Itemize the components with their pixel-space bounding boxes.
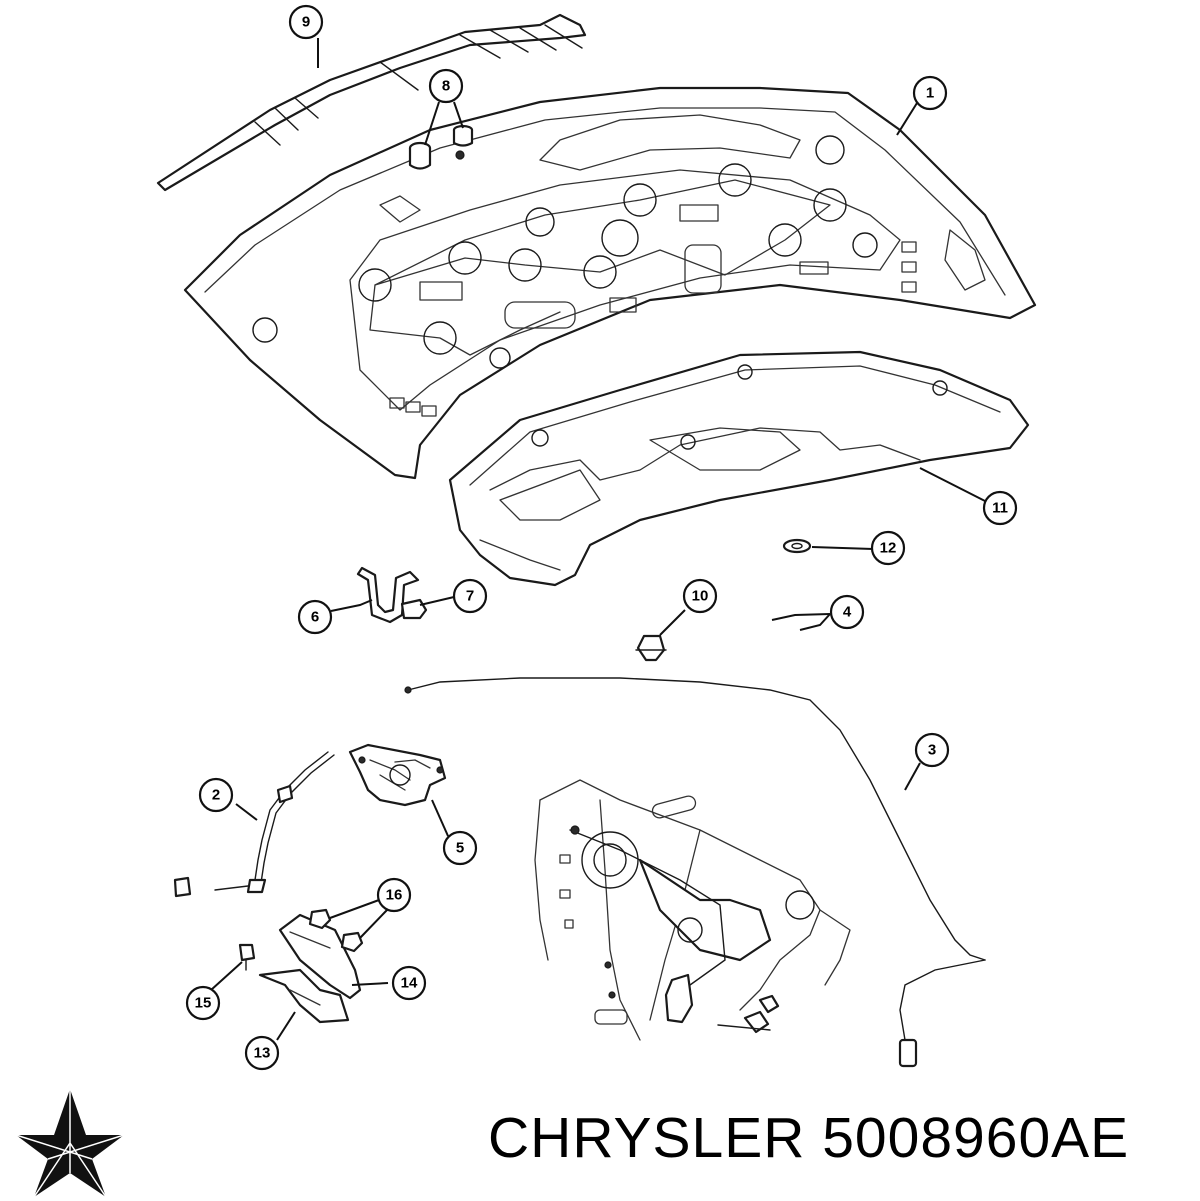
prop-rod-part-2 — [173, 751, 335, 898]
svg-text:3: 3 — [928, 742, 936, 759]
svg-text:8: 8 — [442, 78, 450, 95]
hood-latch-part-5 — [348, 743, 447, 807]
hood-silencer-part-11 — [448, 350, 1030, 587]
svg-text:15: 15 — [195, 995, 212, 1012]
bolt-part-15 — [238, 943, 256, 971]
svg-text:6: 6 — [311, 609, 319, 626]
svg-text:12: 12 — [880, 540, 897, 557]
svg-text:16: 16 — [386, 887, 403, 904]
svg-text:14: 14 — [401, 975, 418, 992]
push-pin-part-12 — [782, 538, 812, 554]
svg-text:13: 13 — [254, 1045, 271, 1062]
svg-text:4: 4 — [843, 604, 852, 621]
nut-part-7 — [400, 598, 428, 620]
svg-text:10: 10 — [692, 588, 709, 605]
hood-seal-part-9 — [156, 13, 587, 192]
hood-panel-part-1 — [183, 86, 1037, 480]
callout-10: 10 — [682, 578, 718, 614]
release-cable-part-3 — [404, 677, 986, 1068]
callout-4: 4 — [829, 594, 865, 630]
svg-text:11: 11 — [992, 500, 1008, 517]
callout-1: 1 — [912, 75, 948, 111]
svg-text:9: 9 — [302, 14, 310, 31]
svg-text:7: 7 — [466, 588, 474, 605]
nuts-part-16 — [308, 908, 364, 953]
callout-7: 7 — [452, 578, 488, 614]
pentastar-logo-icon — [14, 1087, 126, 1199]
hood-rod-bracket-part-6 — [356, 566, 420, 624]
svg-text:2: 2 — [212, 787, 220, 804]
callout-11: 11 — [982, 490, 1018, 526]
callout-5: 5 — [442, 830, 478, 866]
brand-footer: CHRYSLER 5008960AE — [0, 1085, 1200, 1200]
leader-lines — [210, 38, 986, 1041]
callout-12: 12 — [870, 530, 906, 566]
brand-name: CHRYSLER — [488, 1106, 806, 1170]
part-number: 5008960AE — [822, 1106, 1130, 1170]
callout-3: 3 — [914, 732, 950, 768]
callout-14: 14 — [391, 965, 427, 1001]
hood-bumpers-part-8 — [408, 124, 474, 170]
callout-2: 2 — [198, 777, 234, 813]
installation-view-part-4 — [534, 779, 851, 1041]
callout-9: 9 — [288, 4, 324, 40]
brand-caption: CHRYSLER 5008960AE — [488, 1105, 1129, 1171]
callout-6: 6 — [297, 599, 333, 635]
callout-16: 16 — [376, 877, 412, 913]
svg-text:1: 1 — [926, 85, 934, 102]
callout-15: 15 — [185, 985, 221, 1021]
callout-13: 13 — [244, 1035, 280, 1071]
svg-text:5: 5 — [456, 840, 464, 857]
shield-part-13 — [258, 968, 350, 1024]
callout-8: 8 — [428, 68, 464, 104]
clip-part-10 — [635, 634, 667, 662]
